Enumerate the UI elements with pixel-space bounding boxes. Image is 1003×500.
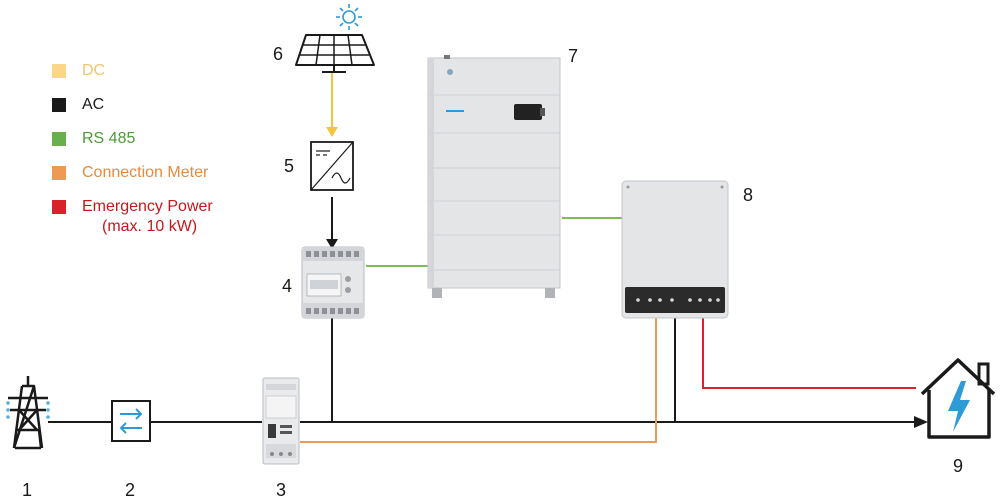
ac-arrowhead <box>914 416 928 428</box>
energy-meter-icon <box>301 246 365 319</box>
connection-meter-line <box>300 318 657 443</box>
legend-item-connection-meter: Connection Meter <box>52 162 272 196</box>
legend-label-emergency-power: Emergency Power <box>82 198 213 215</box>
legend-item-dc: DC <box>52 60 272 94</box>
legend-item-emergency-power: Emergency Power (max. 10 kW) <box>52 196 272 235</box>
label-number-3: 3 <box>276 480 287 500</box>
legend-swatch-ac <box>52 98 66 112</box>
power-pylon-icon <box>6 376 50 450</box>
label-number-4: 4 <box>282 276 293 296</box>
label-number-7: 7 <box>568 46 579 66</box>
legend-swatch-connection-meter <box>52 166 66 180</box>
dc-ac-inverter-icon <box>310 141 354 191</box>
din-meter-icon <box>262 377 300 465</box>
solar-panel-icon <box>295 34 375 73</box>
label-number-9: 9 <box>953 456 964 476</box>
emergency-power-line <box>702 318 916 389</box>
legend-swatch-rs485 <box>52 132 66 146</box>
sun-icon <box>336 4 362 30</box>
legend-label-emergency-power-limit: (max. 10 kW) <box>102 218 198 235</box>
label-number-1: 1 <box>22 480 33 500</box>
legend-label-rs485: RS 485 <box>82 130 136 147</box>
label-number-6: 6 <box>273 44 284 64</box>
battery-storage-icon <box>427 55 561 298</box>
label-number-5: 5 <box>284 156 295 176</box>
legend-item-ac: AC <box>52 94 272 128</box>
legend-label-ac: AC <box>82 96 105 113</box>
dc-arrowhead <box>326 127 338 137</box>
label-number-8: 8 <box>743 185 754 205</box>
house-lightning-icon <box>920 358 996 439</box>
hybrid-inverter-icon <box>621 180 729 319</box>
legend-swatch-emergency-power <box>52 200 66 214</box>
ac-down-arrowhead <box>326 239 338 249</box>
legend-swatch-dc <box>52 64 66 78</box>
legend-label-connection-meter: Connection Meter <box>82 164 209 181</box>
bidirectional-switch-icon <box>111 400 151 442</box>
legend-label-dc: DC <box>82 62 106 79</box>
legend: DC AC RS 485 Connection Meter Emergency … <box>52 60 272 235</box>
label-number-2: 2 <box>125 480 136 500</box>
legend-item-rs485: RS 485 <box>52 128 272 162</box>
